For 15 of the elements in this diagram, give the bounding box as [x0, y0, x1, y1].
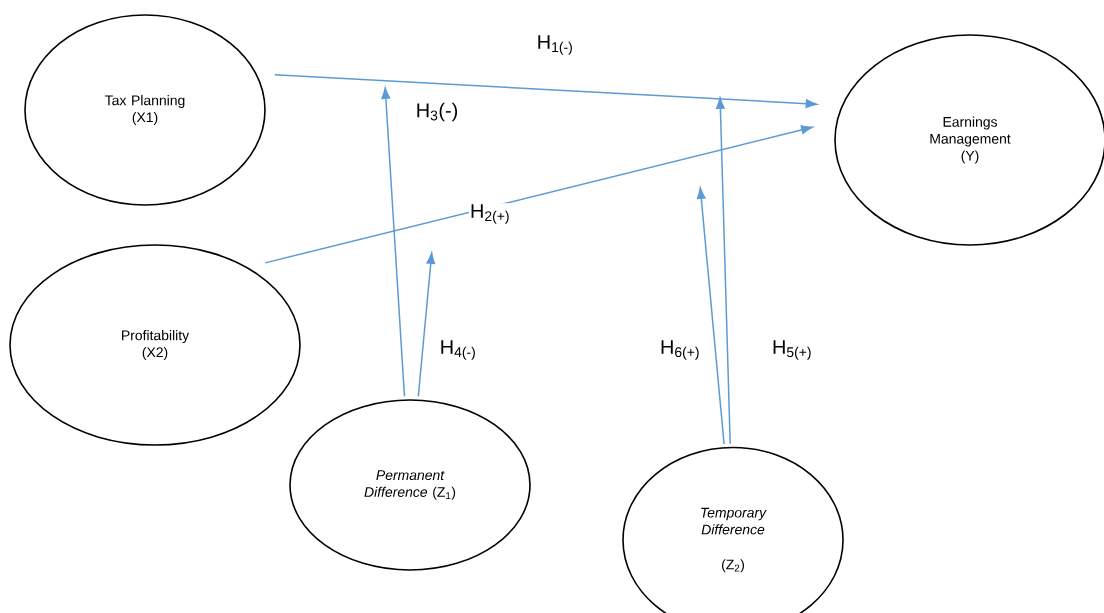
ellipse-node: Permanent Difference (Z$_{1}$) [289, 399, 531, 571]
ellipse-node: Profitability (X2) [9, 244, 301, 446]
arrow [274, 73, 818, 109]
edge-label: H$_{2(+)}$ [468, 203, 512, 225]
arrow [264, 125, 813, 264]
arrow [381, 87, 406, 398]
edge-label: H$_{3}$(-) [414, 101, 460, 123]
ellipse-node: Tax Planning (X1) [24, 14, 266, 206]
arrow [715, 97, 731, 445]
edge-label: H$_{6(+)}$ [658, 339, 702, 361]
edge-label: H$_{4(-)}$ [438, 339, 478, 361]
arrow [417, 252, 436, 398]
arrow [696, 187, 725, 445]
edge-label: H$_{5(+)}$ [770, 339, 814, 361]
edge-label: H$_{1(-)}$ [535, 34, 575, 56]
